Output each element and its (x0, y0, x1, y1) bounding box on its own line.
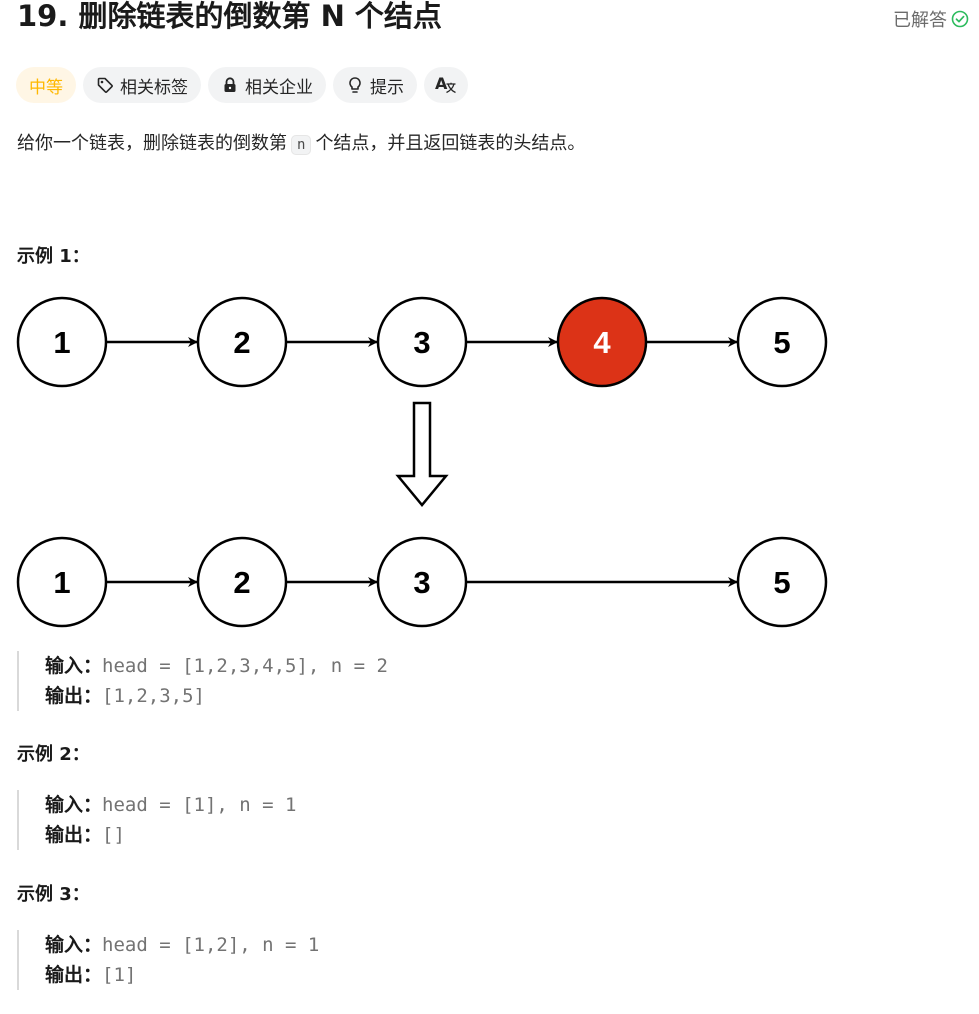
bottom-node-5: 5 (736, 536, 828, 628)
example-1-input-value: head = [1,2,3,4,5], n = 2 (102, 655, 388, 677)
example-3-input-label: 输入： (45, 934, 103, 956)
translate-icon: A (435, 74, 457, 95)
example-1-output-value: [1,2,3,5] (102, 685, 205, 707)
description-text-before: 给你一个链表，删除链表的倒数第 (17, 133, 287, 154)
bottom-node-2-label: 2 (233, 565, 250, 600)
example-3-output-label: 输出： (45, 964, 103, 986)
translate-button[interactable]: A (424, 67, 468, 103)
top-node-5: 5 (736, 296, 828, 388)
description-text-after: 个结点，并且返回链表的头结点。 (315, 133, 586, 154)
top-node-2: 2 (196, 296, 288, 388)
example-2-input-row: 输入： head = [1], n = 1 (45, 790, 296, 820)
hint-label: 提示 (370, 77, 404, 98)
top-node-1: 1 (16, 296, 108, 388)
difficulty-badge: 中等 (16, 67, 76, 103)
lightbulb-icon (346, 76, 364, 94)
tag-bar: 中等 相关标签 相关企业 提示 A (16, 67, 468, 103)
top-node-2-label: 2 (233, 325, 250, 360)
example-3-title: 示例 3： (17, 884, 90, 905)
bottom-node-3-label: 3 (413, 565, 430, 600)
example-2-output-row: 输出： [] (45, 820, 296, 850)
example-1-input-label: 输入： (45, 655, 103, 677)
example-2-input-label: 输入： (45, 794, 103, 816)
example-1-input-row: 输入： head = [1,2,3,4,5], n = 2 (45, 651, 388, 681)
top-node-4-removed: 4 (556, 296, 648, 388)
topics-label: 相关标签 (120, 77, 188, 98)
example-1-output-label: 输出： (45, 685, 103, 707)
solved-label: 已解答 (893, 10, 947, 31)
example-3-output-value: [1] (102, 964, 137, 986)
example-3-block: 输入： head = [1,2], n = 1 输出： [1] (17, 930, 319, 990)
bottom-node-1: 1 (16, 536, 108, 628)
transform-down-arrow (395, 401, 449, 507)
companies-label: 相关企业 (245, 77, 313, 98)
inline-code-n: n (291, 135, 312, 155)
lock-icon (221, 76, 239, 94)
example-2-title: 示例 2： (17, 744, 90, 765)
solved-status: 已解答 (893, 6, 969, 32)
example-2-input-value: head = [1], n = 1 (102, 794, 297, 816)
page-title: 19. 删除链表的倒数第 N 个结点 (17, 0, 442, 33)
bottom-node-1-label: 1 (53, 565, 70, 600)
example-1-output-row: 输出： [1,2,3,5] (45, 681, 388, 711)
linked-list-diagram: 1 2 3 4 5 1 2 3 5 (16, 296, 828, 628)
difficulty-label: 中等 (29, 77, 63, 98)
example-1-block: 输入： head = [1,2,3,4,5], n = 2 输出： [1,2,3… (17, 651, 388, 711)
top-node-3: 3 (376, 296, 468, 388)
example-3-input-row: 输入： head = [1,2], n = 1 (45, 930, 319, 960)
example-2-block: 输入： head = [1], n = 1 输出： [] (17, 790, 296, 850)
example-2-output-value: [] (102, 824, 125, 846)
companies-button[interactable]: 相关企业 (208, 67, 326, 103)
translate-glyph: A (435, 74, 448, 93)
bottom-node-5-label: 5 (773, 565, 790, 600)
bottom-node-3: 3 (376, 536, 468, 628)
example-3-output-row: 输出： [1] (45, 960, 319, 990)
top-node-3-label: 3 (413, 325, 430, 360)
example-3-input-value: head = [1,2], n = 1 (102, 934, 320, 956)
top-node-1-label: 1 (53, 325, 70, 360)
top-node-4-label: 4 (593, 325, 611, 360)
topics-button[interactable]: 相关标签 (83, 67, 201, 103)
check-circle-icon (951, 10, 969, 28)
bottom-node-2: 2 (196, 536, 288, 628)
top-node-5-label: 5 (773, 325, 790, 360)
hint-button[interactable]: 提示 (333, 67, 417, 103)
example-1-title: 示例 1： (17, 246, 90, 267)
example-2-output-label: 输出： (45, 824, 103, 846)
tag-icon (96, 76, 114, 94)
